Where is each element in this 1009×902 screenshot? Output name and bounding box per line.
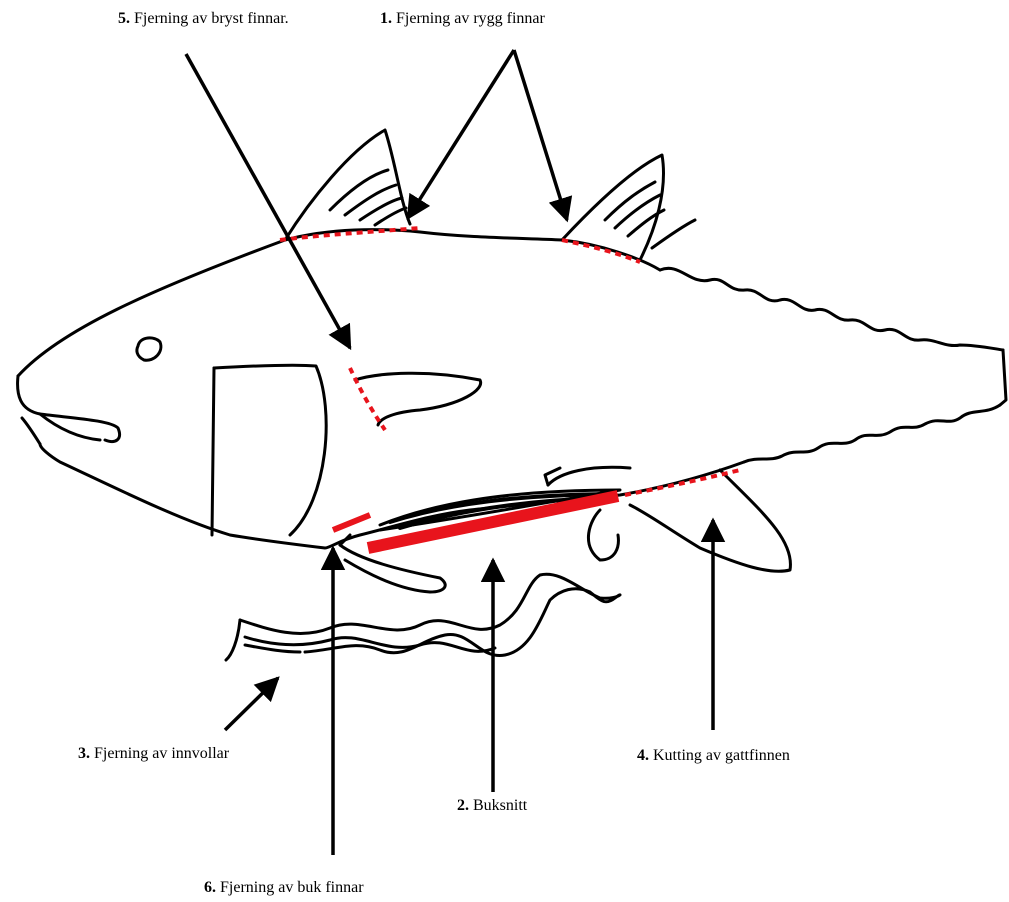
label-step3: 3. Fjerning av innvollar <box>78 745 229 763</box>
label-step6: 6. Fjerning av buk finnar <box>204 879 364 897</box>
label-step4: 4. Kutting av gattfinnen <box>637 747 790 765</box>
arrow-step1-left <box>408 50 514 218</box>
fish-outline <box>18 130 1006 660</box>
arrow-step1-right <box>514 50 567 220</box>
arrow-step3 <box>225 678 278 730</box>
dorsal-cut-rear <box>562 240 640 262</box>
label-step5: 5. Fjerning av bryst finnar. <box>118 10 289 28</box>
arrow-step5 <box>186 54 350 348</box>
pelvic-cut <box>333 515 370 530</box>
label-step2: 2. Buksnitt <box>457 797 527 815</box>
label-step1: 1. Fjerning av rygg finnar <box>380 10 545 28</box>
